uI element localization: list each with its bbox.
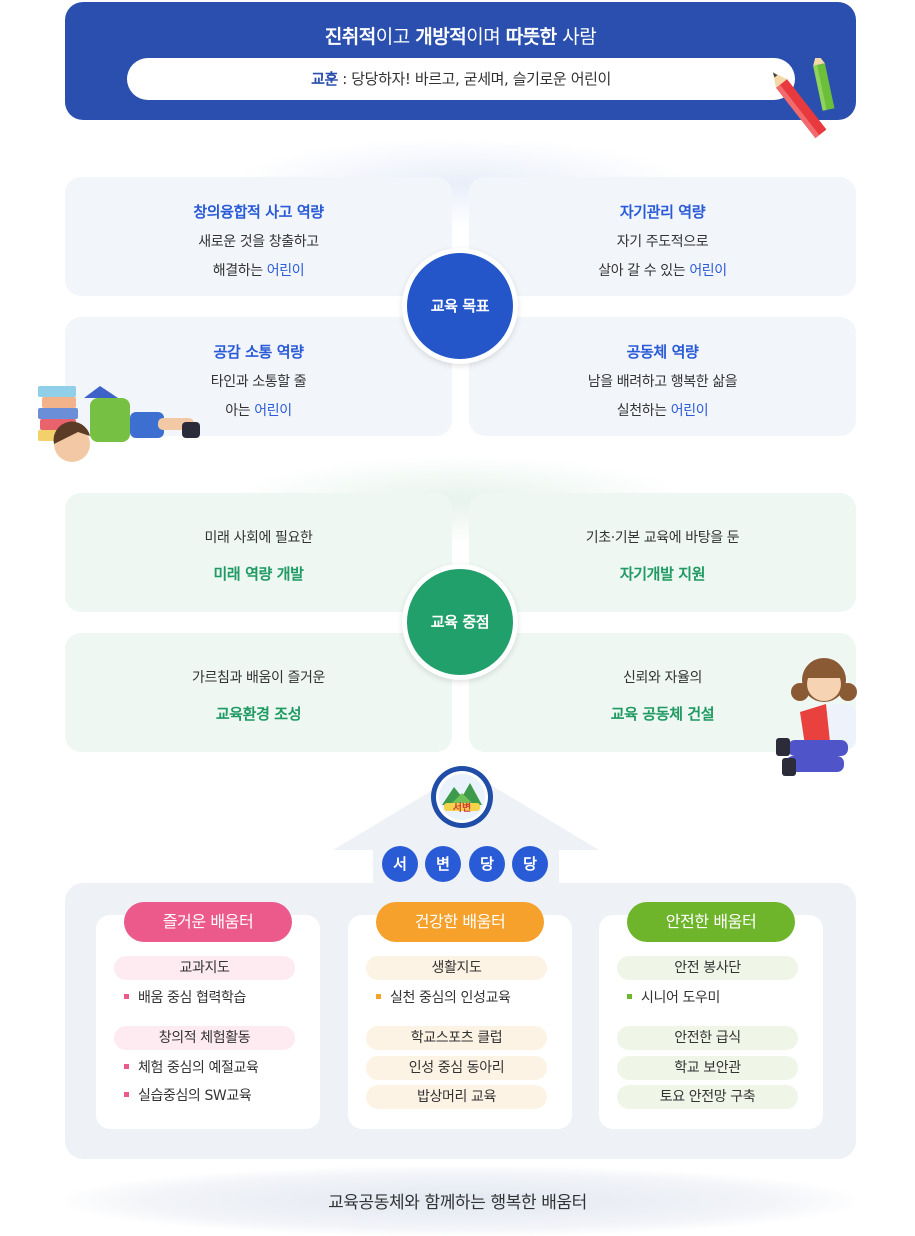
column-header-safe: 안전한 배움터 (627, 902, 795, 942)
footer-glow (60, 1166, 860, 1236)
goal-line-2: 해결하는 어린이 (65, 260, 452, 280)
goal-line-text: 실천하는 (616, 403, 671, 419)
goal-highlight: 어린이 (266, 263, 305, 279)
girl-reading-illustration (776, 658, 857, 776)
column-bullet: 실습중심의 SW교육 (124, 1086, 252, 1106)
vision-word-1: 진취적 (324, 26, 376, 48)
focus-line: 신뢰와 자율의 (623, 670, 702, 686)
goal-line-2: 실천하는 어린이 (469, 400, 856, 420)
focus-line: 기초·기본 교육에 바탕을 둔 (585, 530, 740, 546)
column-tag: 인성 중심 동아리 (366, 1056, 547, 1080)
column-bullet: 배움 중심 협력학습 (124, 988, 246, 1008)
vision-connector-1: 이고 (375, 26, 416, 48)
column-tag: 토요 안전망 구축 (617, 1085, 798, 1109)
goal-line: 남을 배려하고 행복한 삶을 (587, 374, 738, 390)
goal-card-creative: 창의융합적 사고 역량 새로운 것을 창출하고 해결하는 어린이 (65, 177, 452, 296)
bullet-dot (124, 1091, 129, 1097)
column-header-healthy: 건강한 배움터 (376, 902, 544, 942)
column-tag: 학교 보안관 (617, 1056, 798, 1080)
goal-line-text: 아는 (225, 403, 255, 419)
focus-strong: 미래 역량 개발 (213, 565, 304, 583)
column-bullet: 체험 중심의 예절교육 (124, 1058, 259, 1078)
column-bullet: 시니어 도우미 (627, 988, 720, 1008)
goal-title: 공동체 역량 (626, 343, 699, 361)
focus-strong: 교육환경 조성 (215, 705, 302, 723)
motto-text: : 당당하자! 바르고, 굳세며, 슬기로운 어린이 (337, 70, 611, 88)
bullet-dot (627, 993, 632, 999)
column-bullet: 실천 중심의 인성교육 (376, 988, 511, 1008)
goal-card-self-management: 자기관리 역량 자기 주도적으로 살아 갈 수 있는 어린이 (469, 177, 856, 296)
vision-word-3: 따뜻한 (505, 26, 557, 48)
column-tag: 안전한 급식 (617, 1026, 798, 1050)
focus-card-environment: 가르침과 배움이 즐거운 교육환경 조성 (65, 633, 452, 752)
motto-label: 교훈 (311, 70, 338, 88)
bullet-dot (376, 993, 381, 999)
focus-line: 미래 사회에 필요한 (204, 530, 313, 546)
focus-strong: 자기개발 지원 (619, 565, 706, 583)
goal-card-community: 공동체 역량 남을 배려하고 행복한 삶을 실천하는 어린이 (469, 317, 856, 436)
vision-connector-3: 사람 (556, 26, 597, 48)
goals-center-circle: 교육 목표 (402, 248, 518, 364)
bullet-text: 체험 중심의 예절교육 (138, 1060, 259, 1076)
column-tag: 밥상머리 교육 (366, 1085, 547, 1109)
bullet-text: 실천 중심의 인성교육 (390, 990, 511, 1006)
motto-letter-1: 서 (382, 846, 418, 882)
motto-letter-4: 당 (512, 846, 548, 882)
bullet-text: 실습중심의 SW교육 (138, 1088, 252, 1104)
goal-line-text: 살아 갈 수 있는 (598, 263, 690, 279)
vision-title: 진취적이고 개방적이며 따뜻한 사람 (65, 22, 856, 49)
bullet-text: 배움 중심 협력학습 (138, 990, 246, 1006)
focus-card-self-development: 기초·기본 교육에 바탕을 둔 자기개발 지원 (469, 493, 856, 612)
vision-connector-2: 이며 (466, 26, 506, 48)
goal-highlight: 어린이 (254, 403, 292, 419)
school-emblem-icon: 서변 (431, 766, 493, 828)
bullet-dot (124, 1063, 129, 1069)
boy-reading-illustration (38, 386, 200, 462)
goal-line-text: 해결하는 (212, 263, 267, 279)
column-tag: 교과지도 (114, 956, 295, 980)
goal-title: 창의융합적 사고 역량 (193, 203, 324, 221)
goal-line: 자기 주도적으로 (616, 234, 709, 250)
column-joyful (96, 915, 320, 1129)
goal-line: 새로운 것을 창출하고 (198, 234, 319, 250)
goal-line: 타인과 소통할 줄 (210, 374, 307, 390)
pencils-illustration (772, 58, 835, 139)
motto-letter-2: 변 (425, 846, 461, 882)
school-motto: 교훈 : 당당하자! 바르고, 굳세며, 슬기로운 어린이 (127, 58, 795, 100)
focus-strong: 교육 공동체 건설 (610, 705, 715, 723)
vision-word-2: 개방적 (415, 26, 467, 48)
column-tag: 안전 봉사단 (617, 956, 798, 980)
vision-banner: 진취적이고 개방적이며 따뜻한 사람 교훈 : 당당하자! 바르고, 굳세며, … (65, 2, 856, 120)
column-tag: 창의적 체험활동 (114, 1026, 295, 1050)
motto-letter-3: 당 (469, 846, 505, 882)
focus-center-circle: 교육 중점 (402, 564, 518, 680)
column-tag: 생활지도 (366, 956, 547, 980)
column-header-joyful: 즐거운 배움터 (124, 902, 292, 942)
goal-line-2: 살아 갈 수 있는 어린이 (469, 260, 856, 280)
goal-line-2: 아는 어린이 (65, 400, 452, 420)
goal-title: 공감 소통 역량 (213, 343, 304, 361)
goal-highlight: 어린이 (670, 403, 709, 419)
goal-highlight: 어린이 (689, 263, 727, 279)
focus-card-future: 미래 사회에 필요한 미래 역량 개발 (65, 493, 452, 612)
goal-title: 자기관리 역량 (619, 203, 706, 221)
column-tag: 학교스포츠 클럽 (366, 1026, 547, 1050)
bullet-dot (124, 993, 129, 999)
footer-slogan: 교육공동체와 함께하는 행복한 배움터 (328, 1193, 587, 1213)
emblem-text: 서변 (453, 801, 471, 814)
focus-line: 가르침과 배움이 즐거운 (192, 670, 325, 686)
bullet-text: 시니어 도우미 (641, 990, 720, 1006)
